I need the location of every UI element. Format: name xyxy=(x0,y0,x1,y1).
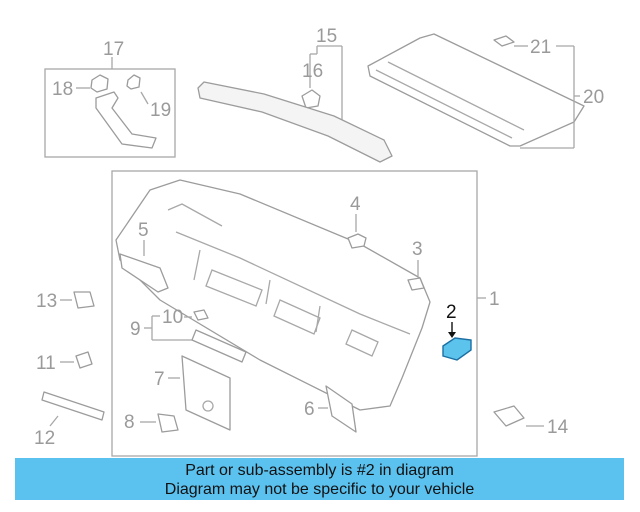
callout-1[interactable]: 1 xyxy=(489,289,500,310)
callout-21[interactable]: 21 xyxy=(530,37,551,58)
banner-line-2: Diagram may not be specific to your vehi… xyxy=(164,481,475,498)
part-13-clip[interactable] xyxy=(73,291,95,309)
outside-parts: 13 11 12 14 xyxy=(34,291,569,449)
callout-6[interactable]: 6 xyxy=(304,399,315,420)
callout-9[interactable]: 9 xyxy=(130,319,141,340)
callout-2[interactable]: 2 xyxy=(446,302,457,323)
callout-16[interactable]: 16 xyxy=(302,61,323,82)
part-7-panel[interactable] xyxy=(181,355,231,431)
part-17-handle[interactable] xyxy=(95,91,157,149)
part-16-fastener[interactable] xyxy=(301,89,321,109)
callout-7[interactable]: 7 xyxy=(154,369,165,390)
callout-17[interactable]: 17 xyxy=(103,39,124,60)
part-3-bracket[interactable] xyxy=(407,277,425,291)
callout-13[interactable]: 13 xyxy=(36,291,57,312)
group-15: 15 16 xyxy=(197,26,393,163)
part-19-clip[interactable] xyxy=(126,74,141,90)
group-20: 21 20 xyxy=(367,33,604,149)
part-10-clip[interactable] xyxy=(193,309,209,321)
part-11-bolt[interactable] xyxy=(75,351,93,369)
callout-4[interactable]: 4 xyxy=(350,194,361,215)
callout-12[interactable]: 12 xyxy=(34,428,55,449)
part-5-cover[interactable] xyxy=(119,253,169,293)
info-banner: Part or sub-assembly is #2 in diagram Di… xyxy=(15,458,624,500)
group-17-box: 17 18 19 xyxy=(44,39,176,158)
callout-3[interactable]: 3 xyxy=(412,239,423,260)
callout-19[interactable]: 19 xyxy=(150,100,171,121)
part-20-cargo-cover[interactable] xyxy=(367,33,585,147)
group-1-box: 1 4 3 2 5 9 10 7 xyxy=(111,170,500,457)
part-8-switch[interactable] xyxy=(157,413,179,433)
part-12-strip[interactable] xyxy=(41,391,105,421)
callout-14[interactable]: 14 xyxy=(547,417,569,438)
part-18-clip[interactable] xyxy=(90,74,109,93)
part-4-clip[interactable] xyxy=(347,233,367,249)
callout-10[interactable]: 10 xyxy=(162,307,183,328)
part-6-cover[interactable] xyxy=(325,385,357,433)
callout-11[interactable]: 11 xyxy=(36,353,56,374)
callout-5[interactable]: 5 xyxy=(138,220,149,241)
part-9-strip[interactable] xyxy=(191,329,247,363)
callout-18[interactable]: 18 xyxy=(52,79,73,100)
part-2-highlighted[interactable] xyxy=(442,337,472,361)
part-21-clip[interactable] xyxy=(493,35,515,47)
part-15-upper-trim[interactable] xyxy=(197,81,393,163)
part-14-clip[interactable] xyxy=(493,405,525,427)
callout-8[interactable]: 8 xyxy=(124,412,135,433)
callout-15[interactable]: 15 xyxy=(316,26,337,47)
callout-20[interactable]: 20 xyxy=(583,87,604,108)
banner-line-1: Part or sub-assembly is #2 in diagram xyxy=(185,462,454,479)
